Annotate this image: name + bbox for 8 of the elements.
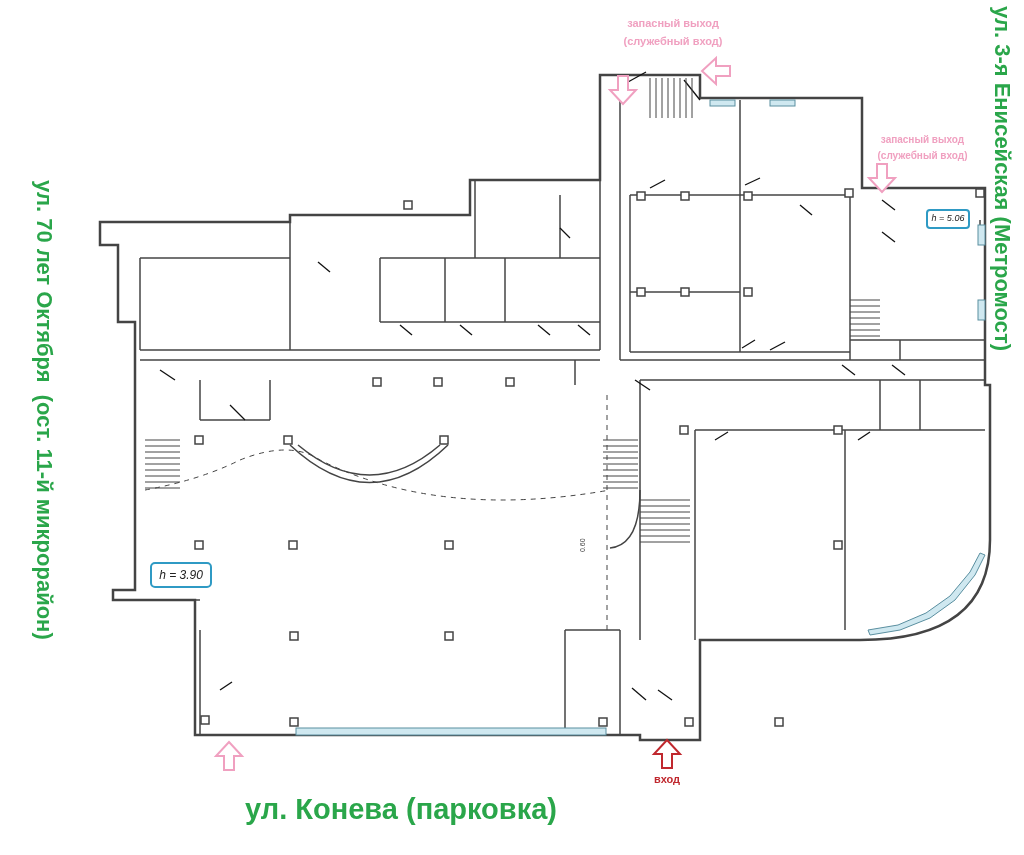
exit-note: запасный выход (служебный вход): [876, 133, 969, 163]
height-tag: h = 3.90: [150, 562, 212, 588]
street-name: ул. Конева (парковка): [245, 792, 557, 827]
street-name: ул. 3-я Енисейская (Метромост): [989, 6, 1016, 353]
exit-note: запасный выход (служебный вход): [622, 16, 724, 49]
entrance-label: вход: [652, 772, 682, 787]
street-name: ул. 70 лет Октября (ост. 11-й микрорайон): [31, 180, 58, 642]
height-tag: h = 5.06: [926, 209, 970, 229]
